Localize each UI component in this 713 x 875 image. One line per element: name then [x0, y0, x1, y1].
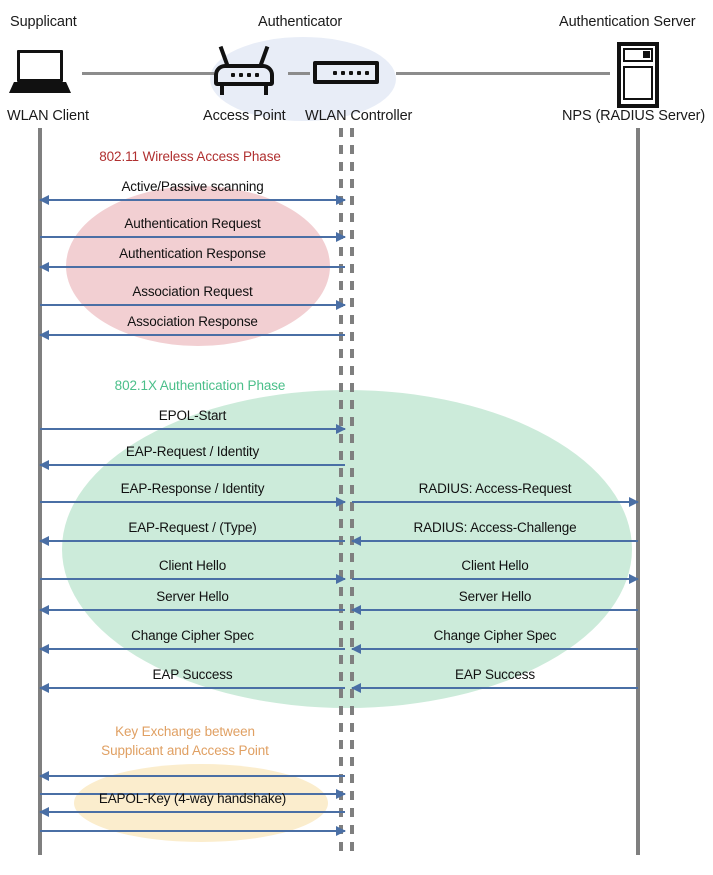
message-label-eap-request-type-3: EAP-Request / (Type)	[128, 520, 257, 535]
arrowhead-right-icon	[629, 574, 639, 584]
message-arrow-change-cipher-spec-6	[39, 644, 345, 654]
message-label-radius-radius-access-challenge-1: RADIUS: Access-Challenge	[413, 520, 577, 535]
message-label-client-hello-4: Client Hello	[158, 558, 227, 573]
arrowhead-left-icon	[39, 262, 49, 272]
message-arrow-eap-request-type-3	[39, 536, 345, 546]
message-arrow-eap-success-7	[39, 683, 345, 693]
message-arrow-authentication-response-2	[39, 262, 345, 272]
arrowhead-left-icon	[39, 330, 49, 340]
message-arrow-authentication-request-1	[40, 232, 346, 242]
arrowhead-left-icon	[39, 605, 49, 615]
arrowhead-left-icon	[39, 683, 49, 693]
arrowhead-right-icon	[336, 195, 346, 205]
phase-title-dot1x-authentication: 802.1X Authentication Phase	[114, 378, 286, 393]
message-arrow-association-request-3	[40, 300, 346, 310]
phase-ellipse-dot1x-authentication	[62, 390, 632, 708]
message-arrow-eap-request-identity-1	[39, 460, 345, 470]
wlan-controller-icon	[313, 61, 379, 84]
access-point-icon	[214, 45, 274, 96]
arrowhead-right-icon	[336, 300, 346, 310]
arrowhead-left-icon	[351, 536, 361, 546]
message-arrow-radius-server-hello-3	[351, 605, 638, 615]
message-arrow-radius-radius-access-challenge-1	[351, 536, 638, 546]
message-arrow-client-hello-4	[40, 574, 346, 584]
message-arrow-radius-change-cipher-spec-4	[351, 644, 638, 654]
arrowhead-right-icon	[336, 789, 346, 799]
phase-ellipse-key-exchange	[74, 764, 328, 842]
message-arrow-keyexchange-arrow-3	[40, 826, 346, 836]
message-arrow-keyexchange-arrow-1	[40, 789, 346, 799]
phase-title-key-exchange-line2: Supplicant and Access Point	[101, 743, 269, 758]
arrowhead-right-icon	[336, 497, 346, 507]
lifeline-supplicant	[38, 128, 42, 855]
arrowhead-left-icon	[351, 605, 361, 615]
link-ap-to-wlc	[288, 72, 310, 75]
server-icon	[617, 42, 659, 108]
actor-name-access-point: Access Point	[203, 108, 286, 124]
message-label-eap-response-identity-2: EAP-Response / Identity	[120, 481, 265, 496]
arrowhead-right-icon	[336, 574, 346, 584]
arrowhead-left-icon	[351, 683, 361, 693]
actor-name-wlan-controller: WLAN Controller	[305, 108, 413, 124]
arrowhead-left-icon	[39, 771, 49, 781]
actor-name-nps-radius-server: NPS (RADIUS Server)	[562, 108, 706, 124]
message-arrow-epol-start-0	[40, 424, 346, 434]
message-label-radius-server-hello-3: Server Hello	[458, 589, 532, 604]
message-label-eap-request-identity-1: EAP-Request / Identity	[125, 444, 260, 459]
arrowhead-left-icon	[39, 807, 49, 817]
arrowhead-right-icon	[336, 232, 346, 242]
message-arrow-active-passive-scanning-0	[39, 195, 346, 205]
message-label-radius-client-hello-2: Client Hello	[461, 558, 529, 573]
arrowhead-left-icon	[39, 536, 49, 546]
arrowhead-left-icon	[39, 644, 49, 654]
link-wlc-to-server	[396, 72, 610, 75]
message-label-radius-change-cipher-spec-4: Change Cipher Spec	[433, 628, 557, 643]
lifeline-radius-server	[636, 128, 640, 855]
arrowhead-left-icon	[39, 195, 49, 205]
message-label-keyexchange-eapol-key-4-way-handshake-2: EAPOL-Key (4-way handshake)	[98, 791, 287, 806]
arrowhead-left-icon	[351, 644, 361, 654]
message-label-authentication-response-2: Authentication Response	[119, 246, 266, 261]
message-label-server-hello-5: Server Hello	[156, 589, 229, 604]
actor-role-authenticator: Authenticator	[258, 14, 343, 30]
message-arrow-server-hello-5	[39, 605, 345, 615]
message-label-authentication-request-1: Authentication Request	[124, 216, 261, 231]
laptop-icon	[9, 50, 79, 94]
authenticator-highlight-blob	[210, 37, 396, 121]
lifeline-access-point	[339, 128, 343, 855]
actor-role-authentication-server: Authentication Server	[559, 14, 696, 30]
message-arrow-radius-client-hello-2	[352, 574, 639, 584]
actor-name-wlan-client: WLAN Client	[7, 108, 89, 124]
link-client-to-ap	[82, 72, 214, 75]
message-label-epol-start-0: EPOL-Start	[158, 408, 227, 423]
message-label-active-passive-scanning-0: Active/Passive scanning	[121, 179, 264, 194]
arrowhead-right-icon	[336, 826, 346, 836]
arrowhead-left-icon	[39, 460, 49, 470]
message-arrow-keyexchange-arrow-0	[39, 771, 345, 781]
message-arrow-eap-response-identity-2	[40, 497, 346, 507]
lifeline-wlan-controller	[350, 128, 354, 855]
phase-title-key-exchange-line1: Key Exchange between	[115, 724, 255, 739]
message-label-association-request-3: Association Request	[132, 284, 253, 299]
message-label-association-response-4: Association Response	[127, 314, 258, 329]
message-arrow-keyexchange-eapol-key-4-way-handshake-2	[39, 807, 345, 817]
message-label-radius-radius-access-request-0: RADIUS: Access-Request	[418, 481, 572, 496]
arrowhead-right-icon	[336, 424, 346, 434]
message-arrow-radius-eap-success-5	[351, 683, 638, 693]
arrowhead-right-icon	[629, 497, 639, 507]
phase-title-wireless-access: 802.11 Wireless Access Phase	[99, 149, 281, 164]
message-label-eap-success-7: EAP Success	[152, 667, 233, 682]
message-label-radius-eap-success-5: EAP Success	[455, 667, 535, 682]
message-label-change-cipher-spec-6: Change Cipher Spec	[131, 628, 254, 643]
message-arrow-association-response-4	[39, 330, 345, 340]
message-arrow-radius-radius-access-request-0	[352, 497, 639, 507]
actor-role-supplicant: Supplicant	[10, 14, 77, 30]
